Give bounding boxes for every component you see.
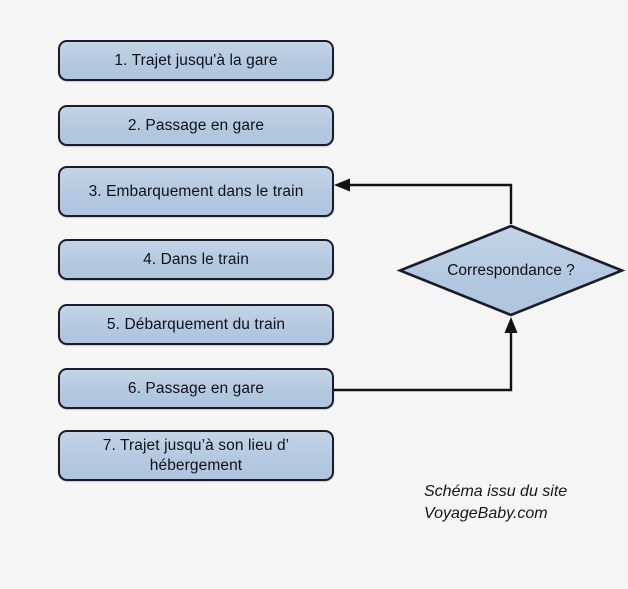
process-box-label: 5. Débarquement du train [106,315,286,333]
process-box-step-4[interactable]: 4. Dans le train [58,239,334,280]
process-box-label: 3. Embarquement dans le train [88,182,304,200]
process-box-step-6[interactable]: 6. Passage en gare [58,368,334,409]
process-box-step-7[interactable]: 7. Trajet jusqu’à son lieu d’ hébergemen… [58,430,334,481]
process-box-label: 1. Trajet jusqu'à la gare [114,51,278,69]
process-box-step-3[interactable]: 3. Embarquement dans le train [58,166,334,217]
process-box-step-2[interactable]: 2. Passage en gare [58,105,334,146]
process-box-label: 6. Passage en gare [127,379,265,397]
decision-node-correspondance[interactable]: Correspondance ? [396,224,626,317]
credit-text: Schéma issu du site VoyageBaby.com [424,483,568,522]
connector-loop-back-to-step-3 [334,178,513,224]
process-box-label: 2. Passage en gare [127,116,265,134]
process-box-step-1[interactable]: 1. Trajet jusqu'à la gare [58,40,334,81]
diamond-shape [396,224,626,317]
process-box-label: 7. Trajet jusqu’à son lieu d’ hébergemen… [102,437,290,474]
process-box-label: 4. Dans le train [143,250,249,268]
process-box-step-5[interactable]: 5. Débarquement du train [58,304,334,345]
connector-step-6-to-decision [334,317,518,392]
